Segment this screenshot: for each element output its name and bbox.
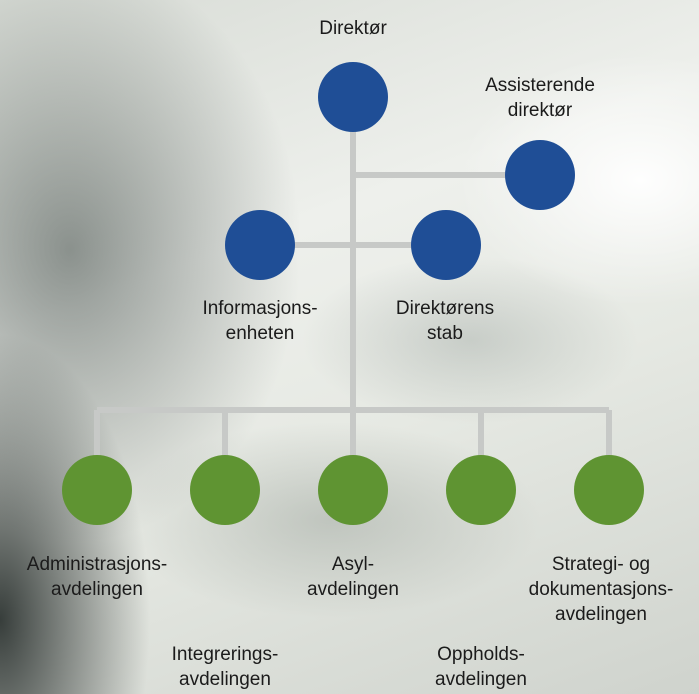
integration-label: Integrerings- avdelingen [171,644,279,690]
directors-staff-node[interactable] [411,210,481,280]
asylum-label: Asyl- avdelingen [307,554,399,600]
director-label: Direktør [319,18,387,39]
integration-node[interactable] [190,455,260,525]
strategy-label: Strategi- og dokumentasjons- avdelingen [528,554,674,625]
administration-node[interactable] [62,455,132,525]
residence-node[interactable] [446,455,516,525]
residence-label: Oppholds- avdelingen [435,644,527,690]
assistant-director-node[interactable] [505,140,575,210]
information-unit-label: Informasjons- enheten [202,298,318,344]
org-nodes [62,62,644,525]
information-unit-node[interactable] [225,210,295,280]
director-node[interactable] [318,62,388,132]
administration-label: Administrasjons- avdelingen [26,554,168,600]
strategy-node[interactable] [574,455,644,525]
asylum-node[interactable] [318,455,388,525]
assistant-director-label: Assisterende direktør [485,75,595,121]
directors-staff-label: Direktørens stab [395,298,495,344]
